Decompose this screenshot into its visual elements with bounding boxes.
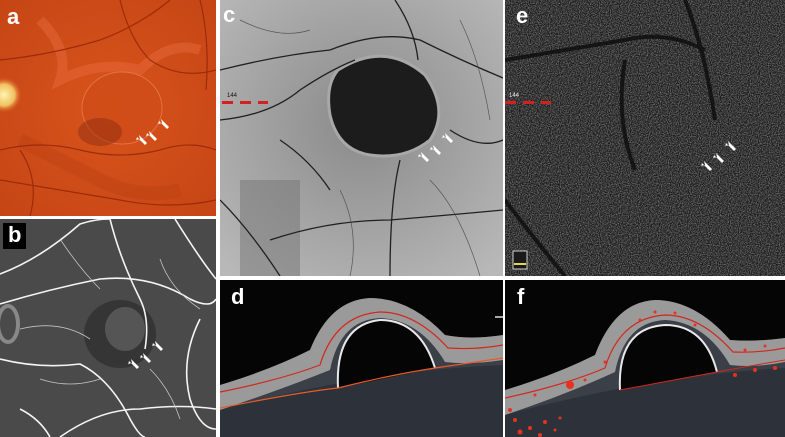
panel-label-d: d bbox=[231, 284, 245, 309]
scale-marker bbox=[514, 263, 526, 265]
arrow-icon-group bbox=[128, 341, 163, 369]
panel-label-f: f bbox=[517, 284, 525, 309]
panel-label-b: b bbox=[3, 223, 27, 249]
panel-b-angiography: b bbox=[0, 219, 216, 437]
arrow-icon-group bbox=[701, 141, 736, 171]
arrow-icon-group bbox=[418, 133, 453, 162]
bscan-image bbox=[220, 280, 503, 437]
panel-d-oct-bscan: d bbox=[220, 280, 503, 437]
scan-line-number: 144 bbox=[509, 93, 520, 99]
fundus-image bbox=[0, 0, 216, 216]
panel-c-en-face-oct: 144 c bbox=[220, 0, 503, 276]
panel-e-octa: 144 e bbox=[505, 0, 785, 276]
panel-label-e: e bbox=[516, 3, 529, 28]
panel-label-c: c bbox=[223, 2, 236, 27]
scan-line-number: 144 bbox=[227, 93, 238, 99]
en-face-image bbox=[220, 0, 503, 276]
octa-image bbox=[505, 0, 785, 276]
panel-f-oct-flow-bscan: f bbox=[505, 280, 785, 437]
panel-a-fundus-photo: a bbox=[0, 0, 216, 216]
scan-line-marker bbox=[505, 101, 551, 104]
panel-label-a: a bbox=[7, 4, 20, 29]
flow-bscan-image bbox=[505, 280, 785, 437]
angiography-image bbox=[0, 219, 216, 437]
flow-overlay bbox=[508, 310, 777, 437]
scan-line-marker bbox=[222, 101, 268, 104]
arrow-icon-group bbox=[136, 119, 169, 145]
